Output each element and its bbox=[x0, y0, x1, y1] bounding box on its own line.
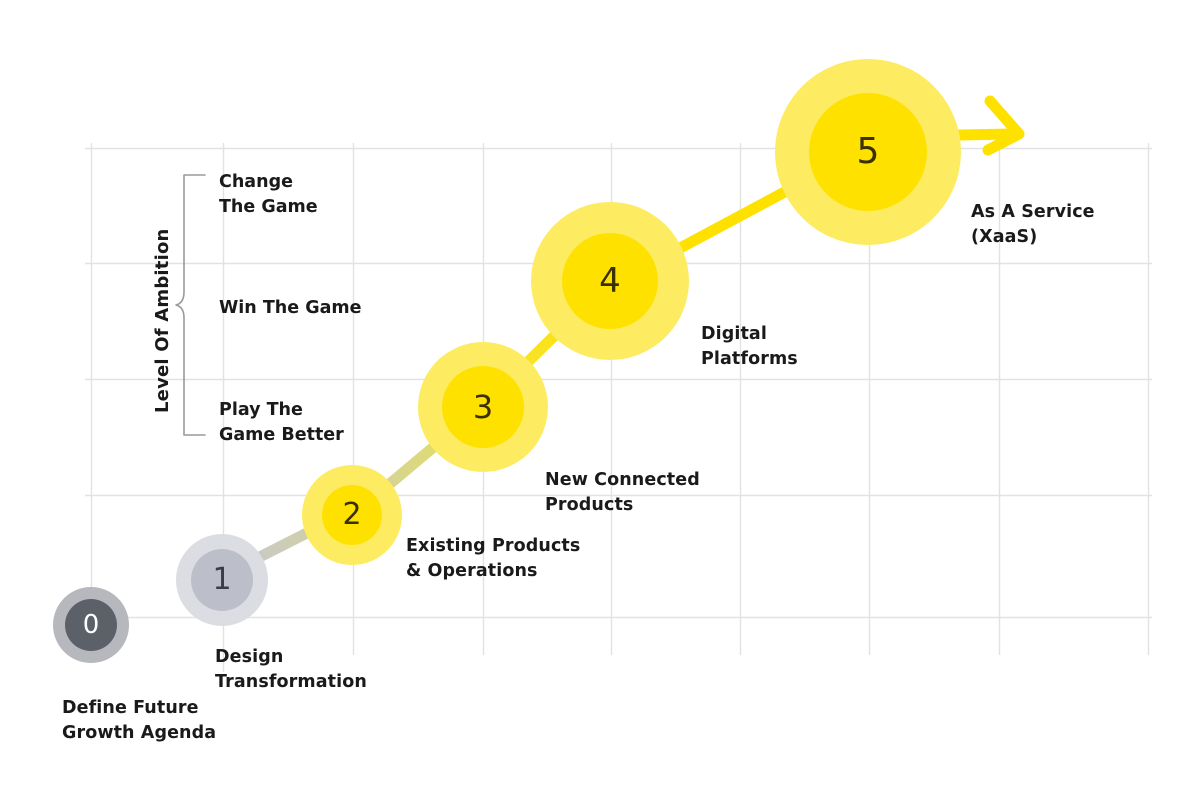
tier-label-change-the-game: Change The Game bbox=[219, 172, 318, 217]
stage-bubble-2[interactable] bbox=[302, 465, 402, 565]
stage-core-3 bbox=[442, 366, 524, 448]
stage-bubble-4[interactable] bbox=[531, 202, 689, 360]
stage-bubble-0[interactable] bbox=[53, 587, 129, 663]
stage-label-0: Define Future Growth Agenda bbox=[62, 698, 217, 743]
stage-core-2 bbox=[322, 485, 382, 545]
tier-label-play-the-game-better: Play The Game Better bbox=[219, 400, 344, 445]
stage-label-1: Design Transformation bbox=[215, 647, 367, 692]
stage-label-4: Digital Platforms bbox=[701, 324, 798, 369]
axis-title-level-of-ambition: Level Of Ambition bbox=[152, 228, 173, 413]
stage-bubble-1[interactable] bbox=[176, 534, 268, 626]
stage-label-3: New Connected Products bbox=[545, 470, 700, 515]
stage-label-5: As A Service (XaaS) bbox=[971, 202, 1095, 247]
stage-bubble-3[interactable] bbox=[418, 342, 548, 472]
ambition-bracket-icon bbox=[175, 174, 206, 436]
stage-label-2: Existing Products & Operations bbox=[406, 536, 581, 581]
stage-bubbles bbox=[53, 59, 961, 663]
tier-label-win-the-game: Win The Game bbox=[219, 298, 362, 318]
stage-bubble-5[interactable] bbox=[775, 59, 961, 245]
stage-core-1 bbox=[191, 549, 253, 611]
stage-core-4 bbox=[562, 233, 658, 329]
stage-core-0 bbox=[65, 599, 117, 651]
stage-core-5 bbox=[809, 93, 927, 211]
